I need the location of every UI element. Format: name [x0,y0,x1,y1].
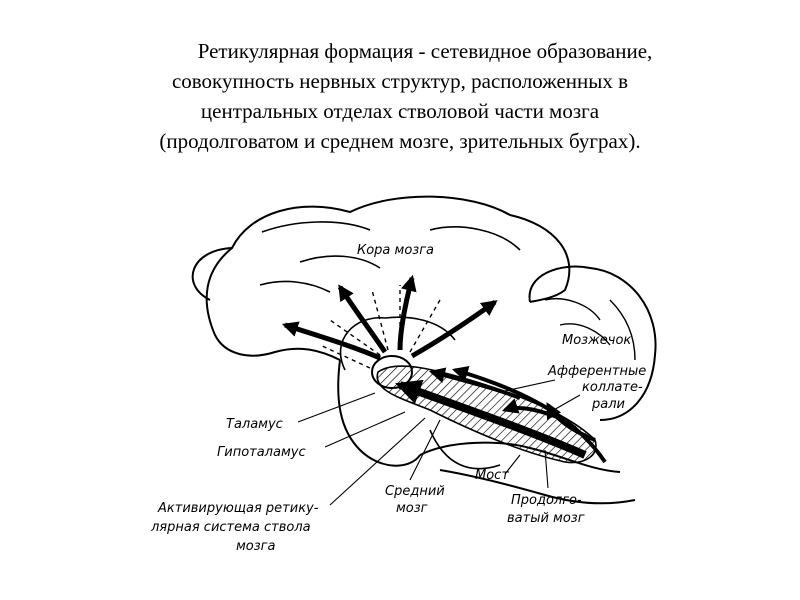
intro-text: Ретикулярная формация - сетевидное образ… [30,36,770,156]
ascending-arrows [281,274,498,361]
label-pons: Мост [475,468,509,483]
intro-line: Ретикулярная формация - сетевидное образ… [197,39,653,63]
label-activating-system: мозга [236,539,276,554]
label-thalamus: Таламус [226,417,283,432]
main-ascending-arrow [395,379,587,459]
label-afferent: рали [591,397,625,412]
label-medulla: ватый мозг [507,511,585,526]
label-activating-system: лярная система ствола [150,520,311,535]
temporal-lobe-outline [337,359,421,467]
intro-line: (продолговатом и среднем мозге, зрительн… [159,129,641,153]
cerebrum-outline [191,195,571,303]
cerebrum-fold [259,221,521,293]
intro-line: совокупность нервных структур, расположе… [171,69,629,93]
intro-line: центральных отделах стволовой части мозг… [200,99,600,123]
label-afferent: Афферентные [547,364,646,379]
frontal-lobe-outline [205,247,341,361]
thalamus-outline [339,316,456,371]
label-hypothalamus: Гипоталамус [217,445,306,460]
leader-lines [297,379,581,506]
label-midbrain: мозг [396,501,428,516]
label-medulla: Продолго- [511,493,582,508]
label-midbrain: Средний [385,484,445,499]
label-afferent: коллате- [582,380,643,395]
pons-outline [429,429,501,470]
label-activating-system: Активирующая ретику- [157,501,319,516]
cerebellum-folia [544,298,636,361]
cerebellum-outline [528,265,657,421]
afferent-collateral-arrows [428,365,607,464]
label-cortex: Кора мозга [357,243,434,258]
reticular-core [371,355,413,389]
label-cerebellum: Мозжечок [562,333,631,348]
